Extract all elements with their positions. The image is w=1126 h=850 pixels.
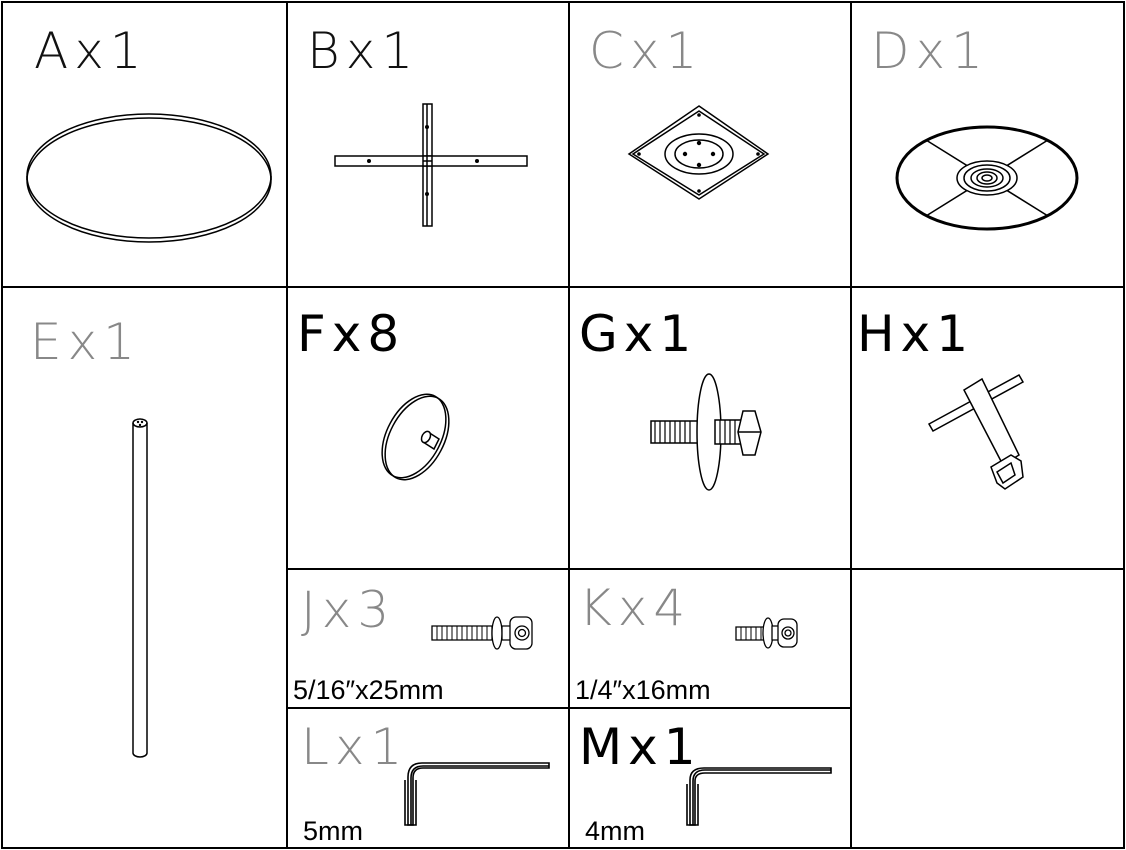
part-label-j: Jx3 xyxy=(301,581,396,639)
part-cell-f: Fx8 xyxy=(287,287,569,569)
bolt-washer-icon xyxy=(569,287,851,569)
cross-base-icon xyxy=(287,2,569,287)
part-label-k: Kx4 xyxy=(579,579,692,637)
part-cell-l: Lx1 5mm xyxy=(287,708,569,848)
allen-key-4mm-icon xyxy=(569,708,851,848)
part-size-k: 1/4″x16mm xyxy=(575,675,711,705)
part-label-m: Mx1 xyxy=(579,718,702,776)
cap-washer-icon xyxy=(287,287,569,569)
part-label-l: Lx1 xyxy=(301,718,409,776)
part-cell-c: Cx1 xyxy=(569,2,851,287)
part-size-j: 5/16″x25mm xyxy=(293,675,444,705)
part-label-e: Ex1 xyxy=(30,313,141,371)
bolt-j-icon xyxy=(287,569,569,708)
table-top-icon xyxy=(2,2,287,287)
part-cell-m: Mx1 4mm xyxy=(569,708,851,848)
part-cell-b: Bx1 xyxy=(287,2,569,287)
part-cell-j: Jx3 5 xyxy=(287,569,569,708)
part-size-m: 4mm xyxy=(585,816,645,846)
mounting-plate-icon xyxy=(569,2,851,287)
base-disk-icon xyxy=(851,2,1124,287)
part-label-c: Cx1 xyxy=(589,22,704,80)
part-label-b: Bx1 xyxy=(307,22,420,80)
pole-icon xyxy=(2,287,287,848)
part-cell-a: Ax1 xyxy=(2,2,287,287)
part-cell-h: Hx1 xyxy=(851,287,1124,569)
part-size-l: 5mm xyxy=(303,816,363,846)
part-label-d: Dx1 xyxy=(871,22,989,80)
part-label-g: Gx1 xyxy=(579,305,698,363)
part-cell-g: Gx1 xyxy=(569,287,851,569)
part-label-a: Ax1 xyxy=(34,22,148,80)
part-cell-k: Kx4 1/4″x16mm xyxy=(569,569,851,708)
part-label-h: Hx1 xyxy=(857,305,974,363)
part-cell-e: Ex1 xyxy=(2,287,287,848)
bolt-k-icon xyxy=(569,569,851,708)
part-label-f: Fx8 xyxy=(297,305,406,363)
empty-cell xyxy=(851,569,1124,848)
part-cell-d: Dx1 xyxy=(851,2,1124,287)
box-wrench-icon xyxy=(851,287,1124,569)
allen-key-5mm-icon xyxy=(287,708,569,848)
